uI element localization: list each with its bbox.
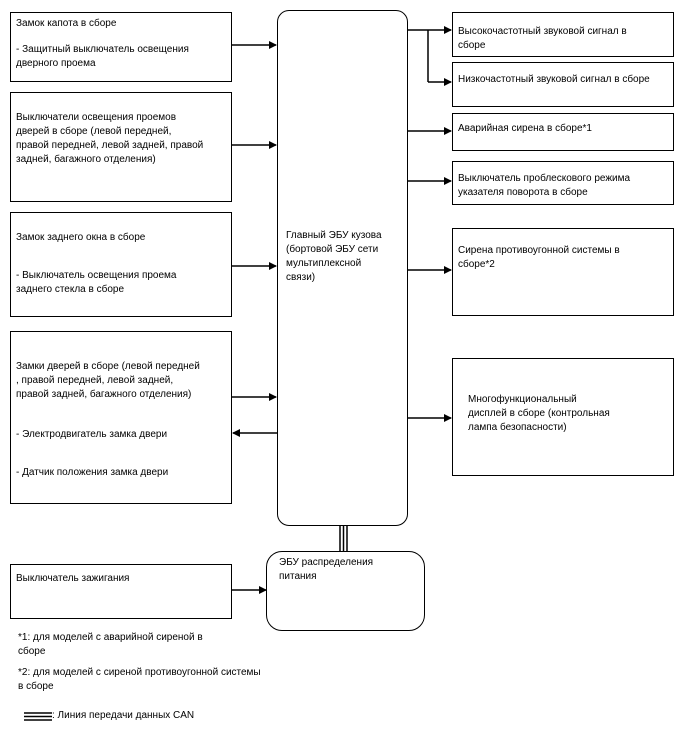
back-window-sub: - Выключатель освещения проема заднего с… — [16, 270, 177, 295]
security-horn-box: Сирена противоугонной системы в сборе*2 — [452, 228, 674, 316]
display-box: Многофункциональный дисплей в сборе (кон… — [452, 358, 674, 476]
display-label: Многофункциональный дисплей в сборе (кон… — [468, 394, 610, 433]
flasher-label: Выключатель проблескового режима указате… — [458, 173, 631, 198]
hood-lock-sub: - Защитный выключатель освещения дверног… — [16, 44, 189, 69]
security-horn-label: Сирена противоугонной системы в сборе*2 — [458, 245, 620, 270]
main-body-ecu-label: Главный ЭБУ кузова (бортовой ЭБУ сети му… — [286, 230, 382, 283]
horn-low-box: Низкочастотный звуковой сигнал в сборе — [452, 62, 674, 107]
door-locks-box: Замки дверей в сборе (левой передней , п… — [10, 331, 232, 504]
back-window-title: Замок заднего окна в сборе — [16, 232, 146, 243]
ignition-title: Выключатель зажигания — [16, 573, 130, 584]
horn-high-box: Высокочастотный звуковой сигнал в сборе — [452, 12, 674, 57]
hood-lock-title: Замок капота в сборе — [16, 18, 117, 29]
hood-lock-box: Замок капота в сборе - Защитный выключат… — [10, 12, 232, 82]
main-body-ecu: Главный ЭБУ кузова (бортовой ЭБУ сети му… — [277, 10, 408, 526]
back-window-box: Замок заднего окна в сборе - Выключатель… — [10, 212, 232, 317]
flasher-box: Выключатель проблескового режима указате… — [452, 161, 674, 205]
door-locks-sensor: - Датчик положения замка двери — [16, 467, 169, 478]
ignition-box: Выключатель зажигания — [10, 564, 232, 619]
siren-label: Аварийная сирена в сборе*1 — [458, 123, 592, 134]
siren-box: Аварийная сирена в сборе*1 — [452, 113, 674, 151]
footnote-1: *1: для моделей с аварийной сиреной в сб… — [18, 632, 203, 657]
horn-high-label: Высокочастотный звуковой сигнал в сборе — [458, 26, 627, 51]
door-locks-title: Замки дверей в сборе (левой передней , п… — [16, 361, 200, 400]
power-distribution-ecu: ЭБУ распределения питания — [266, 551, 425, 631]
power-distribution-ecu-label: ЭБУ распределения питания — [279, 557, 374, 582]
door-locks-motor: - Электродвигатель замка двери — [16, 429, 168, 440]
footnote-2: *2: для моделей с сиреной противоугонной… — [18, 667, 261, 692]
door-courtesy-box: Выключатели освещения проемов дверей в с… — [10, 92, 232, 202]
legend-can-label: : Линия передачи данных CAN — [52, 710, 195, 721]
door-courtesy-title: Выключатели освещения проемов дверей в с… — [16, 112, 204, 165]
horn-low-label: Низкочастотный звуковой сигнал в сборе — [458, 74, 650, 85]
